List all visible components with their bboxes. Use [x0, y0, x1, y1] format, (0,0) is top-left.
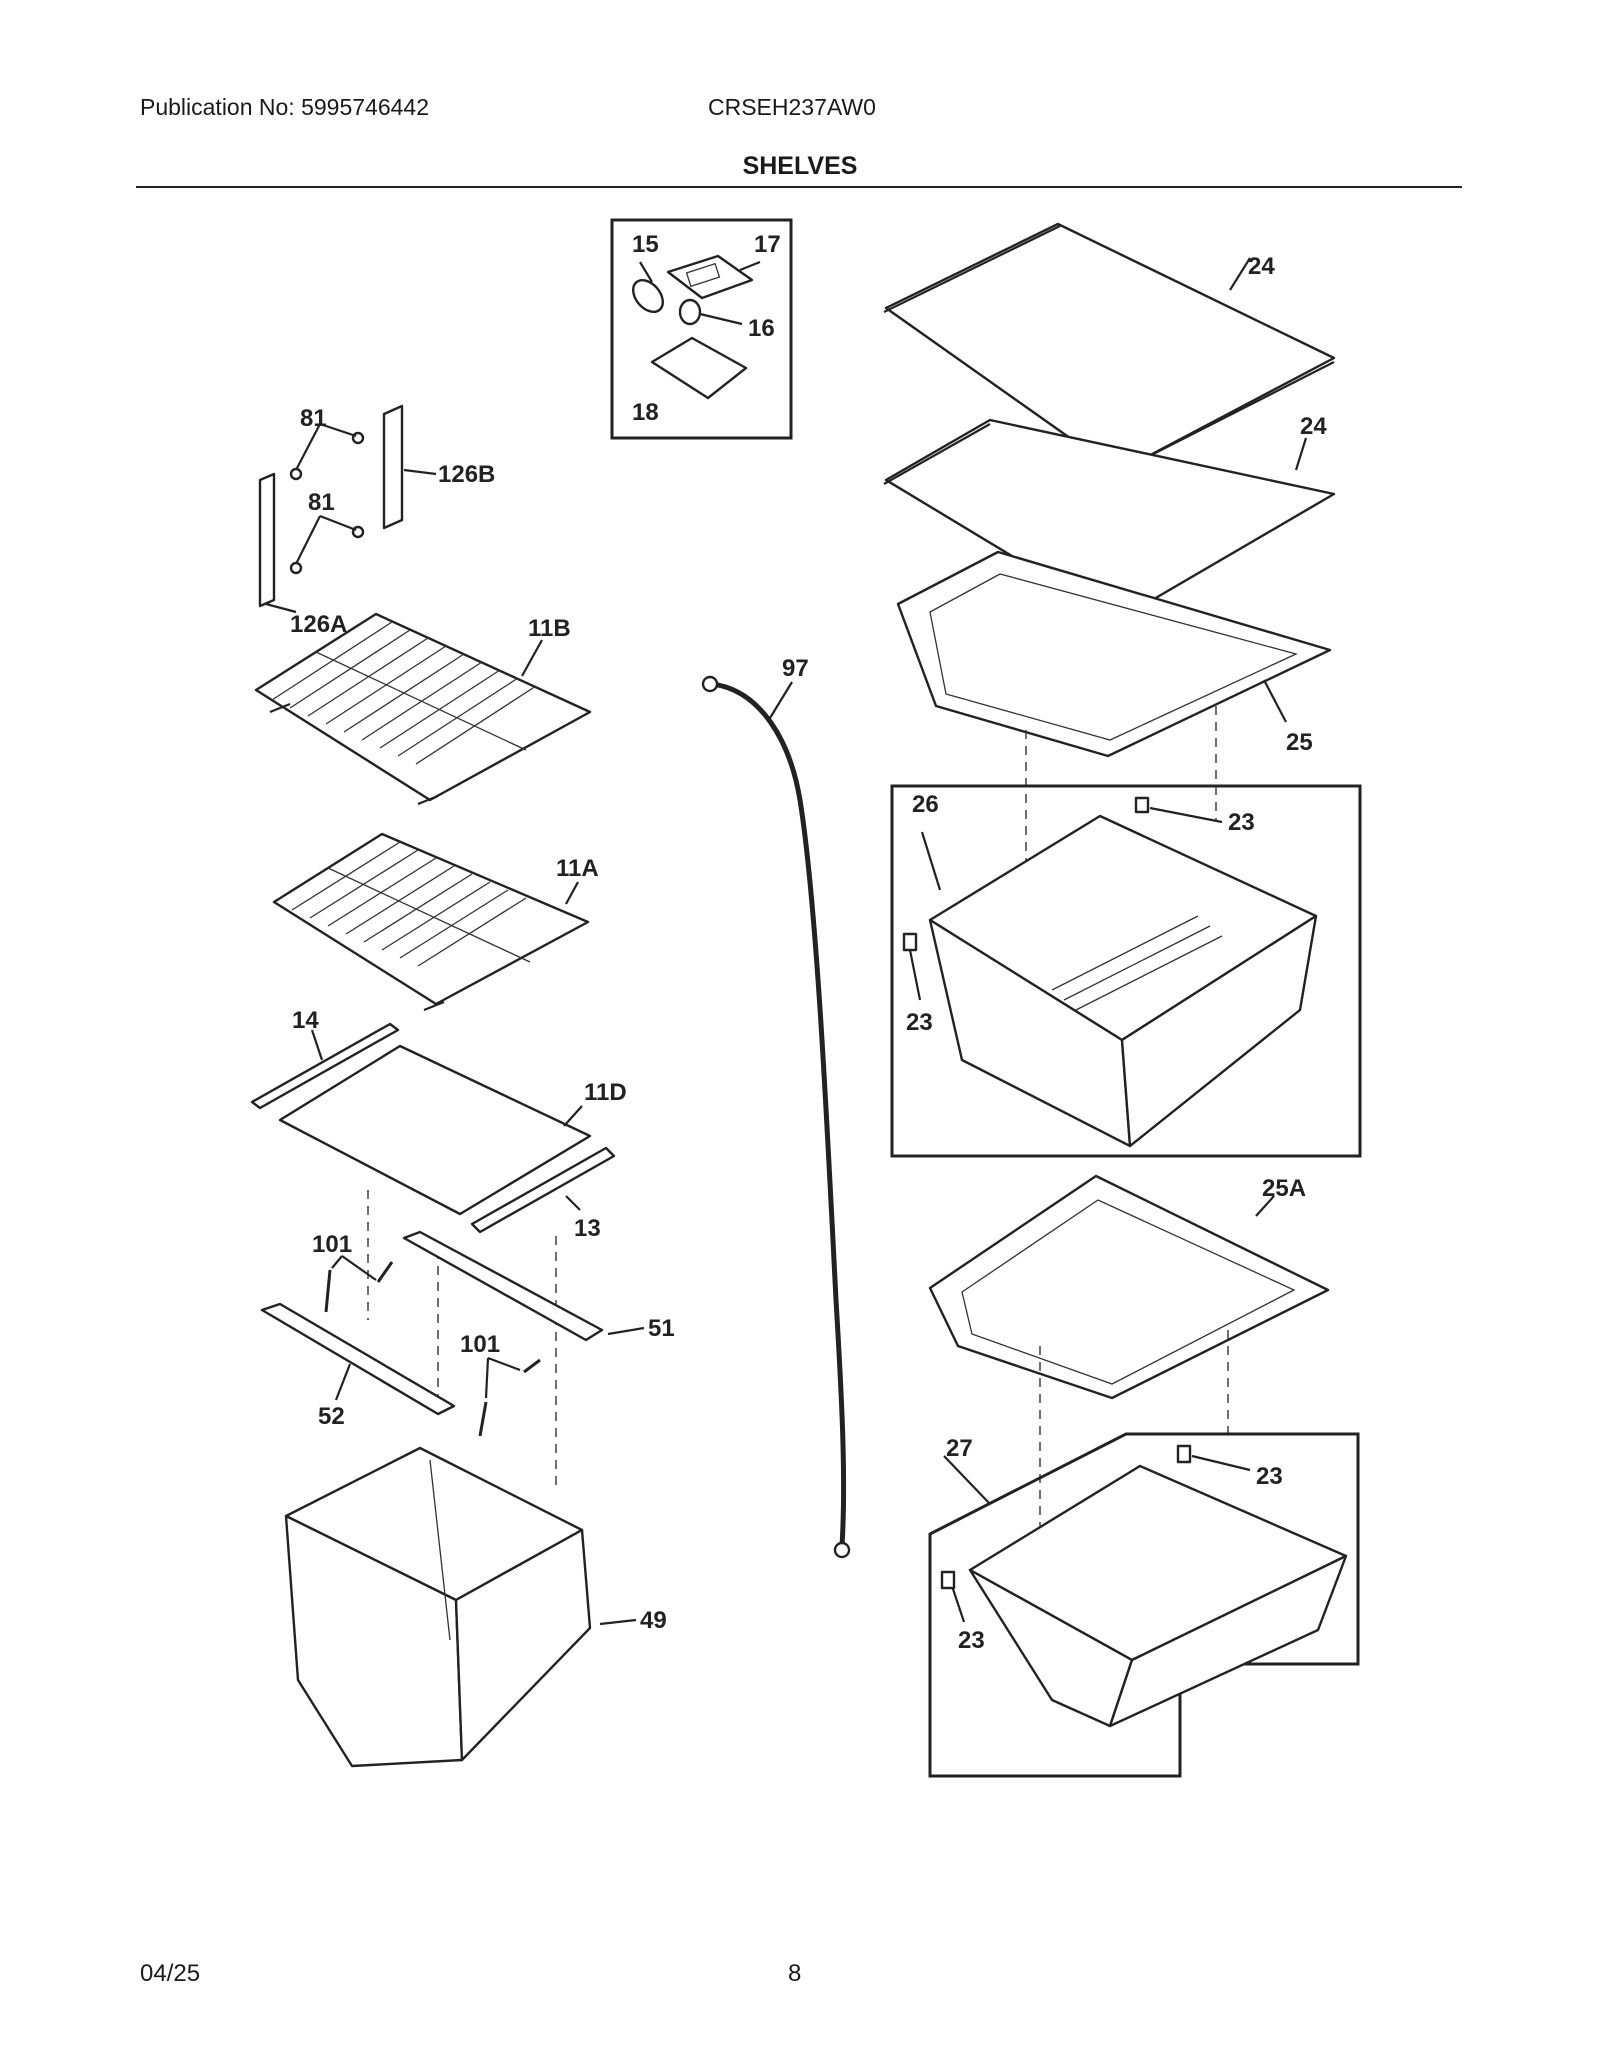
- screws-part-101: 101 101: [312, 1231, 541, 1437]
- drawer-26-frame: [890, 784, 1362, 1158]
- footer-date: 04/25: [140, 1960, 201, 1987]
- glass-shelf-upper-part-24: 24: [883, 222, 1336, 474]
- drawer-part-49: 49: [284, 1446, 667, 1768]
- callout-16: 16: [748, 315, 775, 342]
- callout-23-lower-left: 23: [958, 1627, 985, 1654]
- callout-11A: 11A: [556, 855, 599, 882]
- publication-number: Publication No: 5995746442: [140, 94, 430, 120]
- glass-shelf-part-11D: 14 11D 13: [250, 1007, 627, 1242]
- callout-26: 26: [912, 791, 939, 818]
- wire-shelf-part-11B: 11B: [254, 612, 592, 806]
- trim-part-13: [470, 1146, 616, 1234]
- callout-126A: 126A: [290, 611, 347, 638]
- callout-27: 27: [946, 1435, 973, 1462]
- callout-23-upper-left: 23: [906, 1009, 933, 1036]
- header-rule: [136, 186, 1462, 188]
- footer-page-number: 8: [788, 1960, 802, 1987]
- light-cover-part-17: [666, 254, 754, 300]
- callout-11B: 11B: [528, 615, 571, 642]
- callout-18: 18: [632, 399, 659, 426]
- callout-101-upper: 101: [312, 1231, 352, 1258]
- callout-51: 51: [648, 1315, 675, 1342]
- callout-49: 49: [640, 1607, 667, 1634]
- model-number: CRSEH237AW0: [708, 94, 876, 120]
- support-part-126B: [382, 404, 404, 530]
- water-tube-part-97: 97: [701, 655, 851, 1559]
- callout-23-upper-right: 23: [1228, 809, 1255, 836]
- crisper-drawer-inset-part-26: 26 23 23: [890, 784, 1362, 1158]
- callout-14: 14: [292, 1007, 319, 1034]
- shelf-supports-126: 81 81 126B 126A: [258, 404, 495, 638]
- light-assembly-inset: 15 17 16 18: [610, 218, 793, 440]
- callout-101-lower: 101: [460, 1331, 500, 1358]
- support-part-126A: [258, 472, 276, 608]
- callout-11D: 11D: [584, 1079, 627, 1106]
- callout-24-lower: 24: [1300, 413, 1327, 440]
- light-housing-part-18: [650, 336, 748, 400]
- callout-81-lower: 81: [308, 489, 335, 516]
- crisper-cover-part-25: 25: [896, 550, 1332, 758]
- callout-24-upper: 24: [1248, 253, 1275, 280]
- callout-25: 25: [1286, 729, 1313, 756]
- callout-81-upper: 81: [300, 405, 327, 432]
- section-title: SHELVES: [742, 152, 858, 180]
- inset-frame: [610, 218, 793, 440]
- trim-part-14: [250, 1022, 400, 1110]
- rail-part-51: 51: [402, 1230, 675, 1342]
- wire-shelf-part-11A: 11A: [272, 832, 599, 1012]
- socket-part-16: [678, 298, 702, 326]
- callout-15: 15: [632, 231, 659, 258]
- callout-97: 97: [782, 655, 809, 682]
- callout-25A: 25A: [1262, 1175, 1306, 1202]
- callout-17: 17: [754, 231, 781, 258]
- callout-23-lower-right: 23: [1256, 1463, 1283, 1490]
- callout-13: 13: [574, 1215, 601, 1242]
- crisper-drawer-inset-part-27: 27 23 23: [928, 1432, 1360, 1778]
- callout-126B: 126B: [438, 461, 495, 488]
- crisper-cover-part-25A: 25A: [928, 1174, 1330, 1400]
- drawer-27-frame: [928, 1432, 1360, 1778]
- callout-52: 52: [318, 1403, 345, 1430]
- rail-part-52: 52: [260, 1302, 456, 1430]
- bulb-part-15: [632, 279, 664, 313]
